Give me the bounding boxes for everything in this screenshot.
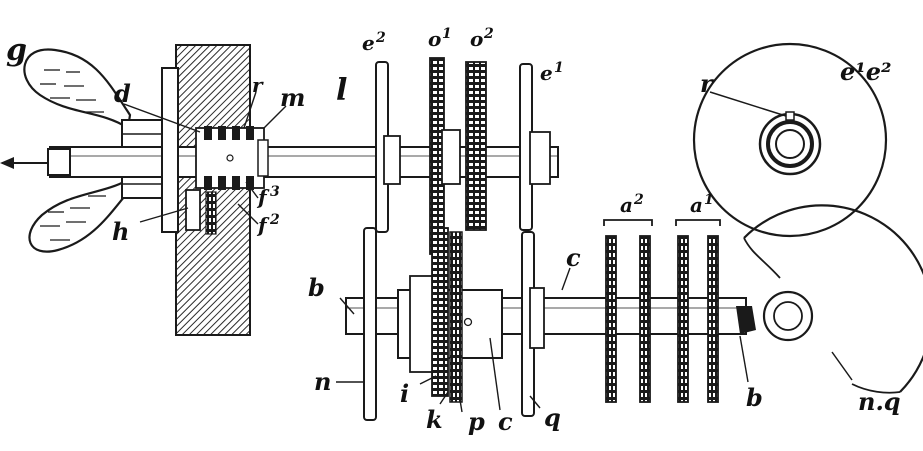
- bearing-plate: [161, 67, 179, 233]
- label-a1: a: [690, 193, 703, 217]
- label-c-top: c: [566, 243, 581, 272]
- label-a2: a: [620, 193, 633, 217]
- label-f2-sup: 2: [269, 212, 280, 228]
- disc-e1: [519, 63, 551, 231]
- label-g: g: [6, 33, 27, 68]
- disc-e1e2-side-view: [692, 42, 888, 238]
- discs-a2: [603, 219, 653, 403]
- label-e2-sup: 2: [375, 30, 386, 46]
- label-b-right: b: [746, 383, 763, 412]
- label-b-left: b: [308, 273, 325, 302]
- lock-pin: [185, 189, 217, 235]
- label-p: p: [468, 407, 485, 436]
- label-d: d: [114, 79, 131, 108]
- label-e1-sup: 1: [554, 60, 564, 76]
- label-o1: o: [428, 27, 441, 51]
- gear-o1: [429, 57, 461, 255]
- label-i: i: [400, 379, 409, 408]
- label-o2: o: [470, 27, 483, 51]
- label-e1e2: e¹e²: [840, 57, 892, 86]
- label-h: h: [112, 217, 129, 246]
- label-nq: n.q: [858, 387, 901, 416]
- disc-nq-side-view: [743, 204, 923, 394]
- arrow-left-icon: [0, 157, 50, 169]
- label-a1-sup: 1: [704, 192, 714, 208]
- label-e1: e: [540, 61, 553, 85]
- label-o2-sup: 2: [483, 26, 494, 42]
- label-c-bottom: c: [498, 407, 513, 436]
- label-l: l: [336, 73, 347, 108]
- label-q: q: [544, 403, 561, 432]
- disc-e2: [375, 61, 401, 233]
- label-n: n: [314, 367, 331, 396]
- label-f2: f: [256, 213, 270, 237]
- label-a2-sup: 2: [633, 192, 644, 208]
- label-f3-sup: 3: [270, 184, 280, 200]
- label-k: k: [426, 405, 443, 434]
- leader-lines: [123, 91, 749, 413]
- disc-n: [363, 227, 377, 421]
- discs-a1: [675, 219, 721, 403]
- gear-o2: [465, 61, 487, 231]
- label-f3: f: [256, 185, 270, 209]
- label-o1-sup: 1: [442, 26, 452, 42]
- disc-q: [521, 231, 545, 417]
- reference-labels: g d r m l e 2 o 1 o 2 e 1 e¹e² r f 3 f 2…: [6, 26, 901, 436]
- gear-i-k: [431, 227, 473, 403]
- clutch-assembly: [195, 126, 269, 190]
- label-m: m: [280, 83, 305, 112]
- label-e2: e: [362, 31, 375, 55]
- label-r-top: r: [252, 73, 264, 97]
- label-r-right: r: [700, 69, 715, 98]
